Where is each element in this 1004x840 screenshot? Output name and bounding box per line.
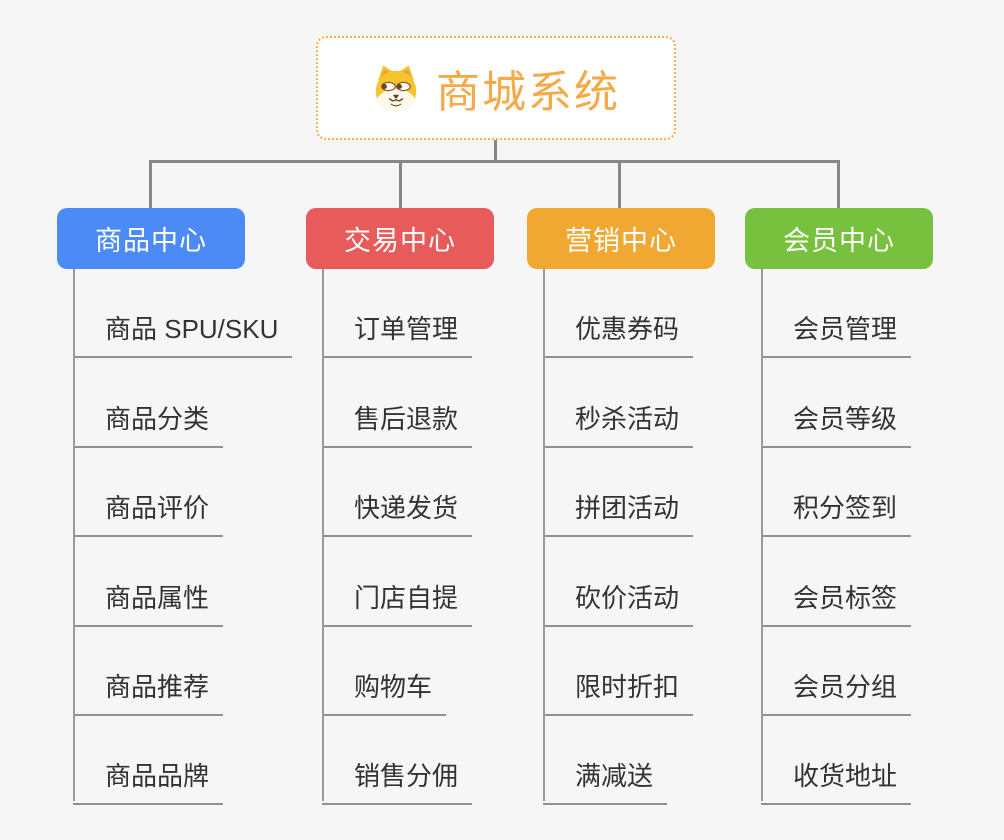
branch-box-member-center[interactable]: 会员中心 xyxy=(745,208,933,269)
shiba-dog-icon xyxy=(375,65,417,112)
child-row: 订单管理 xyxy=(306,269,546,359)
branch-children-product-center: 商品 SPU/SKU 商品分类 商品评价 商品属性 商品推荐 商品品牌 xyxy=(57,269,297,806)
child-row: 售后退款 xyxy=(306,358,546,448)
branch-box-trade-center[interactable]: 交易中心 xyxy=(306,208,494,269)
child-row: 满减送 xyxy=(527,716,767,806)
child-connector-line xyxy=(322,269,324,801)
child-row: 门店自提 xyxy=(306,537,546,627)
child-topic[interactable]: 限时折扣 xyxy=(543,667,694,716)
branch-box-product-center[interactable]: 商品中心 xyxy=(57,208,245,269)
child-topic[interactable]: 购物车 xyxy=(322,667,447,716)
child-topic[interactable]: 快递发货 xyxy=(322,488,473,538)
child-connector-line xyxy=(543,269,545,801)
child-row: 商品 SPU/SKU xyxy=(57,269,297,359)
branch-label: 商品中心 xyxy=(95,226,207,256)
child-topic[interactable]: 会员管理 xyxy=(761,309,912,359)
child-row: 会员等级 xyxy=(745,358,985,448)
child-row: 秒杀活动 xyxy=(527,358,767,448)
child-topic[interactable]: 收货地址 xyxy=(761,756,912,806)
connector-drop-trade xyxy=(399,160,402,208)
child-row: 销售分佣 xyxy=(306,716,546,806)
child-topic[interactable]: 销售分佣 xyxy=(322,756,473,806)
child-topic[interactable]: 拼团活动 xyxy=(543,488,694,538)
branch-label: 交易中心 xyxy=(344,226,456,256)
child-topic[interactable]: 会员分组 xyxy=(761,667,912,716)
branch-children-marketing-center: 优惠券码 秒杀活动 拼团活动 砍价活动 限时折扣 满减送 xyxy=(527,269,767,806)
connector-drop-product xyxy=(149,160,152,208)
child-row: 快递发货 xyxy=(306,448,546,538)
connector-horizontal-rail xyxy=(150,160,839,163)
connector-root-stub xyxy=(494,140,497,163)
child-row: 限时折扣 xyxy=(527,627,767,716)
child-topic[interactable]: 会员标签 xyxy=(761,578,912,627)
branch-box-marketing-center[interactable]: 营销中心 xyxy=(527,208,715,269)
child-row: 会员标签 xyxy=(745,537,985,627)
child-topic[interactable]: 秒杀活动 xyxy=(543,399,694,448)
connector-drop-member xyxy=(837,160,840,208)
child-topic[interactable]: 商品分类 xyxy=(73,399,224,448)
child-topic[interactable]: 积分签到 xyxy=(761,488,912,538)
branch-children-trade-center: 订单管理 售后退款 快递发货 门店自提 购物车 销售分佣 xyxy=(306,269,546,806)
child-connector-line xyxy=(73,269,75,801)
child-topic[interactable]: 商品推荐 xyxy=(73,667,224,716)
child-topic[interactable]: 商品评价 xyxy=(73,488,224,538)
child-topic[interactable]: 订单管理 xyxy=(322,309,473,359)
branch-label: 会员中心 xyxy=(783,226,895,256)
child-row: 优惠券码 xyxy=(527,269,767,359)
child-topic[interactable]: 商品属性 xyxy=(73,578,224,627)
child-row: 商品属性 xyxy=(57,537,297,627)
child-connector-line xyxy=(761,269,763,801)
root-node[interactable]: 商城系统 xyxy=(316,36,676,140)
child-topic[interactable]: 优惠券码 xyxy=(543,309,694,359)
child-row: 购物车 xyxy=(306,627,546,716)
child-row: 积分签到 xyxy=(745,448,985,538)
child-topic[interactable]: 满减送 xyxy=(543,756,668,806)
child-row: 会员管理 xyxy=(745,269,985,359)
child-topic[interactable]: 砍价活动 xyxy=(543,578,694,627)
root-title: 商城系统 xyxy=(436,68,620,117)
child-row: 收货地址 xyxy=(745,716,985,806)
branch-children-member-center: 会员管理 会员等级 积分签到 会员标签 会员分组 收货地址 xyxy=(745,269,985,806)
child-row: 商品分类 xyxy=(57,358,297,448)
child-row: 砍价活动 xyxy=(527,537,767,627)
child-topic[interactable]: 会员等级 xyxy=(761,399,912,448)
child-topic[interactable]: 商品 SPU/SKU xyxy=(73,309,293,359)
child-row: 商品品牌 xyxy=(57,716,297,806)
child-topic[interactable]: 售后退款 xyxy=(322,399,473,448)
connector-drop-marketing xyxy=(618,160,621,208)
child-topic[interactable]: 门店自提 xyxy=(322,578,473,627)
child-row: 会员分组 xyxy=(745,627,985,716)
child-row: 拼团活动 xyxy=(527,448,767,538)
child-row: 商品评价 xyxy=(57,448,297,538)
child-topic[interactable]: 商品品牌 xyxy=(73,756,224,806)
branch-label: 营销中心 xyxy=(565,226,677,256)
child-row: 商品推荐 xyxy=(57,627,297,716)
